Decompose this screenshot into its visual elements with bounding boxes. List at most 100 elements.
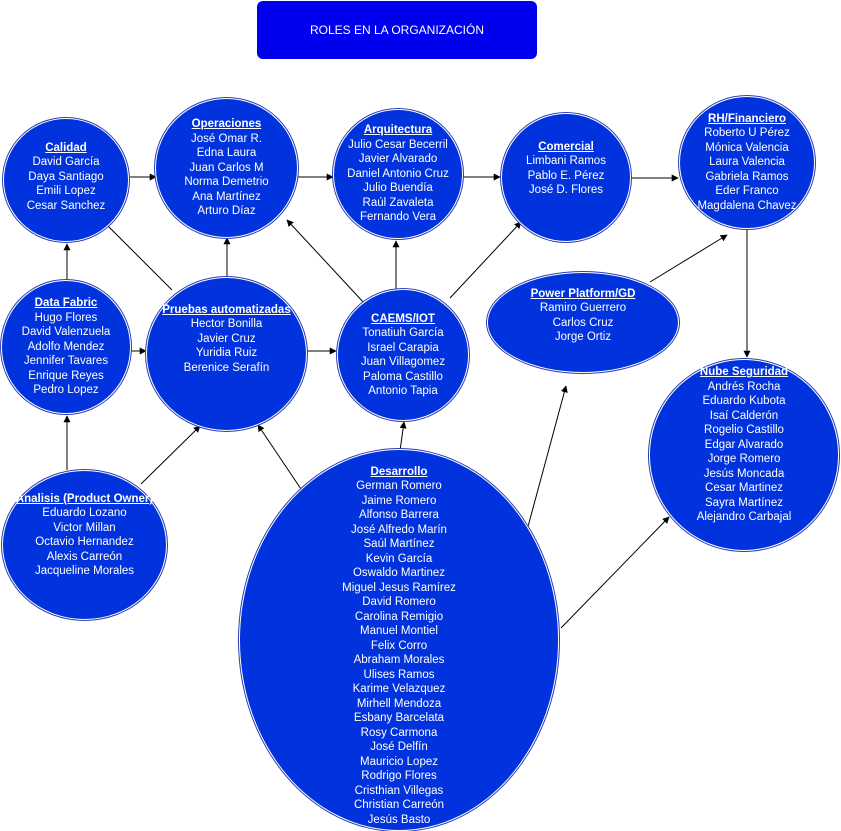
member-name: David García [32,156,100,169]
member-name: Limbani Ramos [526,155,606,167]
member-name: Julio Cesar Becerril [348,138,448,151]
member-name: David Valenzuela [21,326,111,339]
arrow-desarrollo-to-nube [560,516,670,629]
member-name: Mónica Valencia [705,141,789,154]
member-name: Felix Corro [370,639,428,652]
member-name: Javier Alvarado [358,153,438,166]
member-name: Edna Laura [196,147,257,160]
member-name: Daya Santiago [28,170,104,183]
member-name: Ana Martínez [192,190,261,203]
member-name: Ulises Ramos [363,668,435,681]
diagram-title-text: ROLES EN LA ORGANIZACIÓN [309,23,485,37]
member-name: Alexis Carreón [46,550,123,563]
node-heading: Comercial [538,140,594,153]
member-name: Rogelio Castillo [704,424,784,437]
member-name: Edgar Alvarado [704,438,784,451]
member-name: Jennifer Tavares [23,355,109,368]
arrow-power-platform-to-rh [649,234,728,283]
member-name: Karime Velazquez [352,683,446,696]
member-name: Hugo Flores [34,311,98,324]
member-name: Alejandro Carbajal [696,511,792,524]
connector-group [63,173,751,629]
node-heading: Analisis (Product Owner) [15,492,154,505]
member-name: Berenice Serafín [183,361,270,374]
member-name: Eder Franco [715,185,779,198]
node-heading: Operaciones [191,118,262,131]
member-name: Jesús Moncada [703,467,785,480]
member-name: Laura Valencia [709,156,785,169]
member-name: Hector Bonilla [190,318,263,331]
member-name: Daniel Antonio Cruz [347,167,449,180]
arrow-desarrollo-to-power-platform [525,385,568,535]
member-name: Victor Millan [53,521,116,534]
member-name: Antonio Tapia [368,385,438,397]
member-name: Cesar Sanchez [26,199,106,212]
member-name: Mirhell Mendoza [356,697,442,710]
member-name: Abraham Morales [353,654,445,667]
member-name: Arturo Díaz [197,205,256,218]
member-name: Saúl Martínez [363,538,435,551]
member-name: Esbany Barcelata [353,712,445,725]
member-name: Isaí Calderón [709,409,779,422]
member-name: Emili Lopez [36,185,96,198]
member-name: Alfonso Barrera [359,509,439,522]
member-name: José D. Flores [528,184,604,196]
member-name: Fernando Vera [359,211,437,224]
member-name: Eduardo Kubota [702,395,786,408]
member-name: Pedro Lopez [33,384,99,397]
member-name: Julio Buendía [363,182,433,195]
member-name: José Omar R. [191,132,262,145]
member-name: Javier Cruz [197,332,256,345]
member-name: Raúl Zavaleta [362,196,434,209]
node-heading: Calidad [45,141,87,154]
member-name: Cristhian Villegas [354,784,444,797]
member-name: Juan Villagomez [360,356,446,368]
arrow-caems-to-operaciones [286,219,366,305]
node-heading: Arquitectura [363,124,433,137]
diagram-title: ROLES EN LA ORGANIZACIÓN [257,1,537,59]
member-name: Roberto U Pérez [704,127,790,140]
arrow-pruebas-to-calidad [103,221,173,291]
member-name: Magdalena Chavez [697,199,797,212]
member-name: Carlos Cruz [552,316,614,329]
node-heading: CAEMS/IOT [371,312,435,325]
member-name: Pablo E. Pérez [527,169,605,182]
node-heading: Nube Seguridad [699,366,789,379]
member-name: Kevin García [365,552,433,565]
member-name: Yuridia Ruiz [195,347,258,360]
member-name: Manuel Montiel [360,625,438,638]
arrow-desarrollo-to-pruebas [257,424,304,493]
member-name: José Alfredo Marín [351,523,447,536]
member-name: Rodrigo Flores [361,770,437,783]
member-name: Jaime Romero [361,494,437,507]
member-name: Israel Carapia [367,341,439,354]
member-name: Jorge Ortiz [554,331,612,343]
member-name: Tonatiuh García [362,327,444,339]
member-name: Octavio Hernandez [35,536,134,548]
member-name: Mauricio Lopez [360,755,438,768]
member-name: Ramiro Guerrero [539,302,627,314]
member-name: David Romero [362,596,436,609]
member-name: Enrique Reyes [28,369,104,382]
arrow-analisis-to-pruebas [140,425,201,485]
member-name: Juan Carlos M [189,161,264,174]
member-name: Andrés Rocha [707,380,781,393]
member-name: Cesar Martinez [705,482,783,495]
member-name: Christian Carreón [353,799,445,812]
node-heading: Power Platform/GD [530,287,636,300]
member-name: Rosy Carmona [360,726,438,739]
arrow-caems-to-comercial [449,221,522,299]
